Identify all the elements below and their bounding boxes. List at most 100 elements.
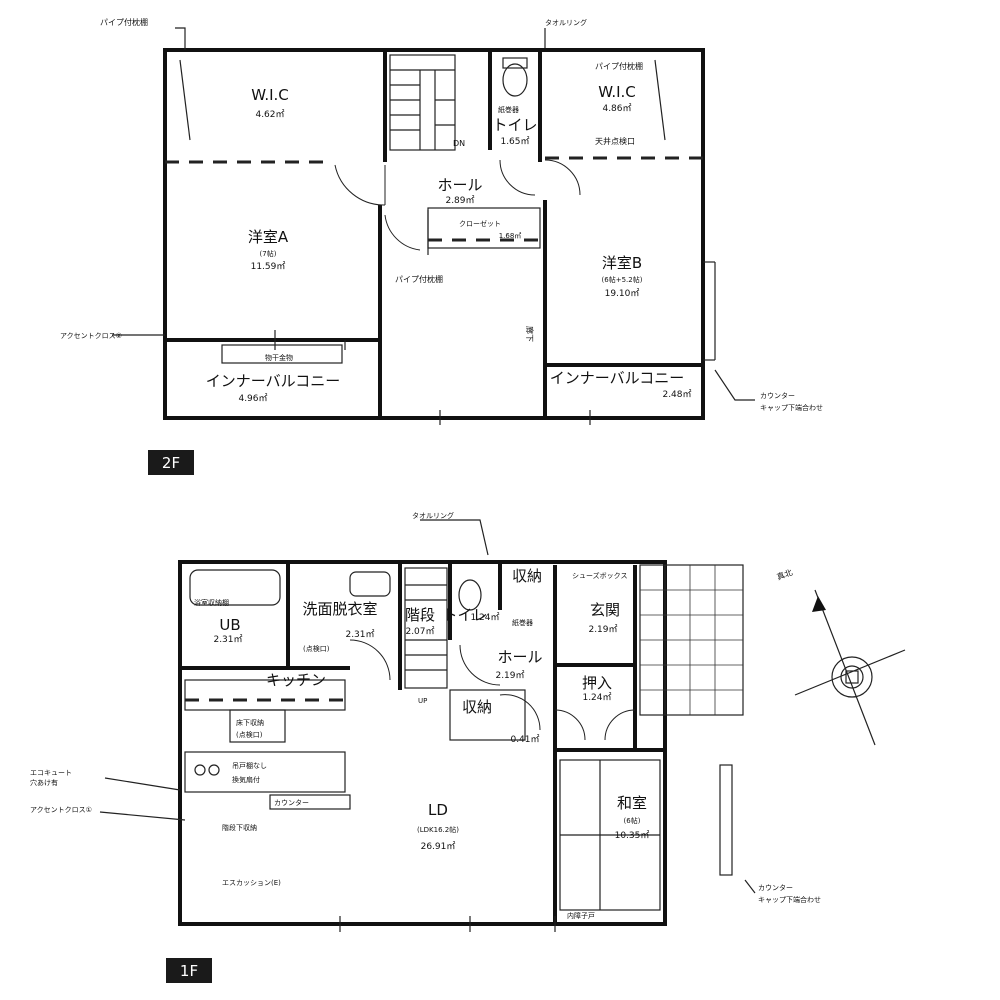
room-area: 4.86㎡ (602, 103, 631, 114)
toilet-fixture (458, 579, 482, 611)
tatami (559, 759, 661, 911)
genkan-tiles (639, 564, 744, 716)
note: シューズボックス (572, 571, 627, 580)
bathtub (189, 569, 281, 606)
room-sub: (7帖) (260, 249, 277, 258)
underfloor-storage (229, 709, 286, 743)
room-name: インナーバルコニー (206, 372, 341, 390)
room-area: 2.48㎡ (662, 389, 691, 400)
room-name: 洋室A (248, 228, 289, 246)
room-name: ホール (497, 648, 542, 666)
note: パイプ付枕棚 (595, 61, 643, 71)
room-area: 19.10㎡ (605, 288, 640, 299)
note: タオルリング (412, 511, 454, 520)
note: キャップ下端合わせ (758, 895, 821, 904)
note: パイプ付枕棚 (100, 17, 148, 27)
note: エスカッション(E) (222, 879, 281, 887)
room-area: 2.07㎡ (405, 626, 434, 637)
note: アクセントクロス② (60, 332, 122, 340)
door-swing (334, 164, 386, 206)
door-swing (499, 694, 541, 731)
note: 紙巻器 (512, 618, 533, 627)
note: 廊下 (525, 326, 535, 342)
room-sub: (LDK16.2帖) (417, 825, 459, 834)
counter-box (269, 794, 351, 810)
closet-box (427, 207, 541, 249)
room-area: 1.65㎡ (500, 136, 529, 147)
room-area: 4.96㎡ (238, 393, 267, 404)
room-area: 2.31㎡ (345, 629, 374, 640)
room-area: 2.19㎡ (495, 670, 524, 681)
note: 紙巻器 (498, 105, 519, 114)
room-name: ホール (437, 176, 482, 194)
door-swing (349, 639, 391, 681)
note: 天井点検口 (595, 136, 635, 146)
room-name: 洗面脱衣室 (302, 600, 377, 618)
washbasin (349, 571, 391, 597)
door-swing (499, 159, 536, 196)
room-area: 2.31㎡ (213, 634, 242, 645)
room-area: 2.19㎡ (588, 624, 617, 635)
room-name: トイレ (492, 116, 537, 134)
room-name: トイレ (442, 606, 487, 624)
note: パイプ付枕棚 (395, 274, 443, 284)
outer-wall-2f (163, 48, 705, 420)
note: エコキュート (30, 769, 72, 777)
window (719, 764, 733, 876)
room-area: 1.68㎡ (499, 232, 522, 240)
note: 吊戸棚なし (232, 761, 267, 770)
toilet-tank (502, 57, 528, 69)
note: カウンター (758, 883, 793, 892)
toilet-fixture (502, 63, 528, 97)
cooktop-counter (184, 751, 346, 793)
note: DN (453, 139, 465, 148)
note: UP (418, 697, 427, 705)
room-name: キッチン (266, 671, 326, 689)
north-arrow-icon: 真北 (775, 567, 906, 746)
note: (点検口) (303, 644, 330, 653)
room-name: 洋室B (602, 254, 642, 272)
stairs-1f (404, 567, 448, 689)
room-name: W.I.C (251, 86, 289, 104)
room-name: インナーバルコニー (550, 369, 685, 387)
door-swing (554, 709, 586, 741)
storage-box (449, 689, 526, 741)
room-area: 26.91㎡ (421, 841, 456, 852)
room-area: 1.24㎡ (470, 612, 499, 623)
note: カウンター (274, 798, 309, 807)
room-name: 玄関 (590, 601, 620, 619)
room-name: 収納 (512, 567, 542, 585)
room-name: UB (219, 616, 240, 634)
note: タオルリング (545, 18, 587, 27)
note: カウンター (760, 391, 795, 400)
note: 穴あけ有 (30, 778, 58, 787)
second-floor-plan: W.I.C 4.62㎡ W.I.C 4.86㎡ トイレ 1.65㎡ ホール 2.… (60, 17, 823, 475)
drying-rack (221, 344, 343, 364)
first-floor-plan: UB 2.31㎡ 洗面脱衣室 2.31㎡ 階段 2.07㎡ トイレ 1.24㎡ … (30, 511, 821, 983)
room-area: 4.62㎡ (255, 109, 284, 120)
door-swing (544, 159, 581, 196)
floor-tag-1f-bg (166, 958, 212, 983)
note: アクセントクロス① (30, 806, 92, 814)
room-area: 2.89㎡ (445, 195, 474, 206)
room-name: 押入 (582, 674, 612, 692)
floor-tag-2f-bg (148, 450, 194, 475)
floor-tag-2f: 2F (162, 454, 180, 472)
door-swing (459, 644, 501, 686)
room-name: LD (428, 801, 448, 819)
room-area: 1.24㎡ (582, 692, 611, 703)
room-sub: (6帖) (624, 816, 641, 825)
room-area: 10.35㎡ (615, 830, 650, 841)
room-name: 和室 (617, 794, 647, 812)
north-label: 真北 (775, 567, 793, 582)
room-name: クローゼット (459, 219, 501, 228)
room-name: 階段 (405, 606, 435, 624)
note: 階段下収納 (222, 823, 257, 832)
note: 浴室収納棚 (194, 598, 229, 607)
room-area: 0.41㎡ (510, 734, 539, 745)
door-swing (384, 214, 421, 251)
floor-tag-1f: 1F (180, 962, 198, 980)
outer-wall-1f (178, 560, 667, 926)
door-swing (604, 709, 636, 741)
